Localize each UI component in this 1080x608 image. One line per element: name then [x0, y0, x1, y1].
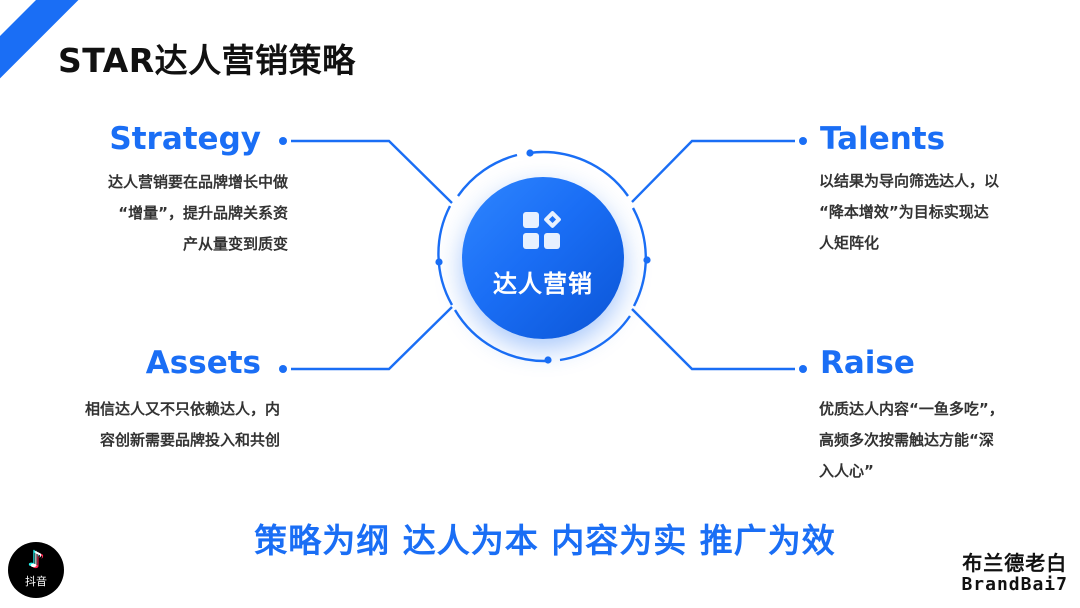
- page-title: STAR达人营销策略: [58, 41, 356, 80]
- assets-heading: Assets: [145, 345, 261, 381]
- slogan: 策略为纲 达人为本 内容为实 推广为效: [254, 521, 836, 560]
- assets-line: 容创新需要品牌投入和共创: [99, 431, 280, 449]
- talents-heading: Talents: [820, 121, 946, 157]
- brand-logo: 布兰德老白 BrandBai7: [961, 552, 1068, 596]
- talents-line: 以结果为导向筛选达人，以: [819, 172, 1000, 190]
- center-hub: 达人营销: [462, 177, 624, 339]
- strategy-line: 达人营销要在品牌增长中做: [107, 173, 288, 191]
- raise-line: 高频多次按需触达方能“深: [819, 431, 994, 449]
- center-label: 达人营销: [493, 269, 593, 298]
- strategy-heading: Strategy: [109, 121, 261, 157]
- brand-name-cn: 布兰德老白: [962, 551, 1068, 575]
- raise-line: 入人心”: [819, 462, 874, 480]
- raise-line: 优质达人内容“一鱼多吃”，: [819, 400, 1004, 418]
- strategy-line: “增量”，提升品牌关系资: [118, 204, 288, 222]
- strategy-description: 达人营销要在品牌增长中做 “增量”，提升品牌关系资 产从量变到质变: [108, 167, 288, 260]
- douyin-logo: ♪ 抖音: [8, 542, 64, 598]
- douyin-note-icon: ♪: [28, 547, 44, 573]
- raise-heading: Raise: [820, 345, 915, 381]
- brand-name-en: BrandBai7: [961, 574, 1068, 595]
- strategy-line: 产从量变到质变: [182, 235, 288, 253]
- talents-line: “降本增效”为目标实现达: [819, 203, 989, 221]
- raise-description: 优质达人内容“一鱼多吃”， 高频多次按需触达方能“深 入人心”: [819, 394, 1004, 487]
- talents-description: 以结果为导向筛选达人，以 “降本增效”为目标实现达 人矩阵化: [819, 166, 999, 259]
- talents-line: 人矩阵化: [819, 234, 880, 252]
- assets-description: 相信达人又不只依赖达人，内 容创新需要品牌投入和共创: [85, 394, 280, 456]
- apps-grid-icon: [523, 209, 563, 252]
- assets-line: 相信达人又不只依赖达人，内: [84, 400, 280, 418]
- douyin-label: 抖音: [25, 574, 47, 588]
